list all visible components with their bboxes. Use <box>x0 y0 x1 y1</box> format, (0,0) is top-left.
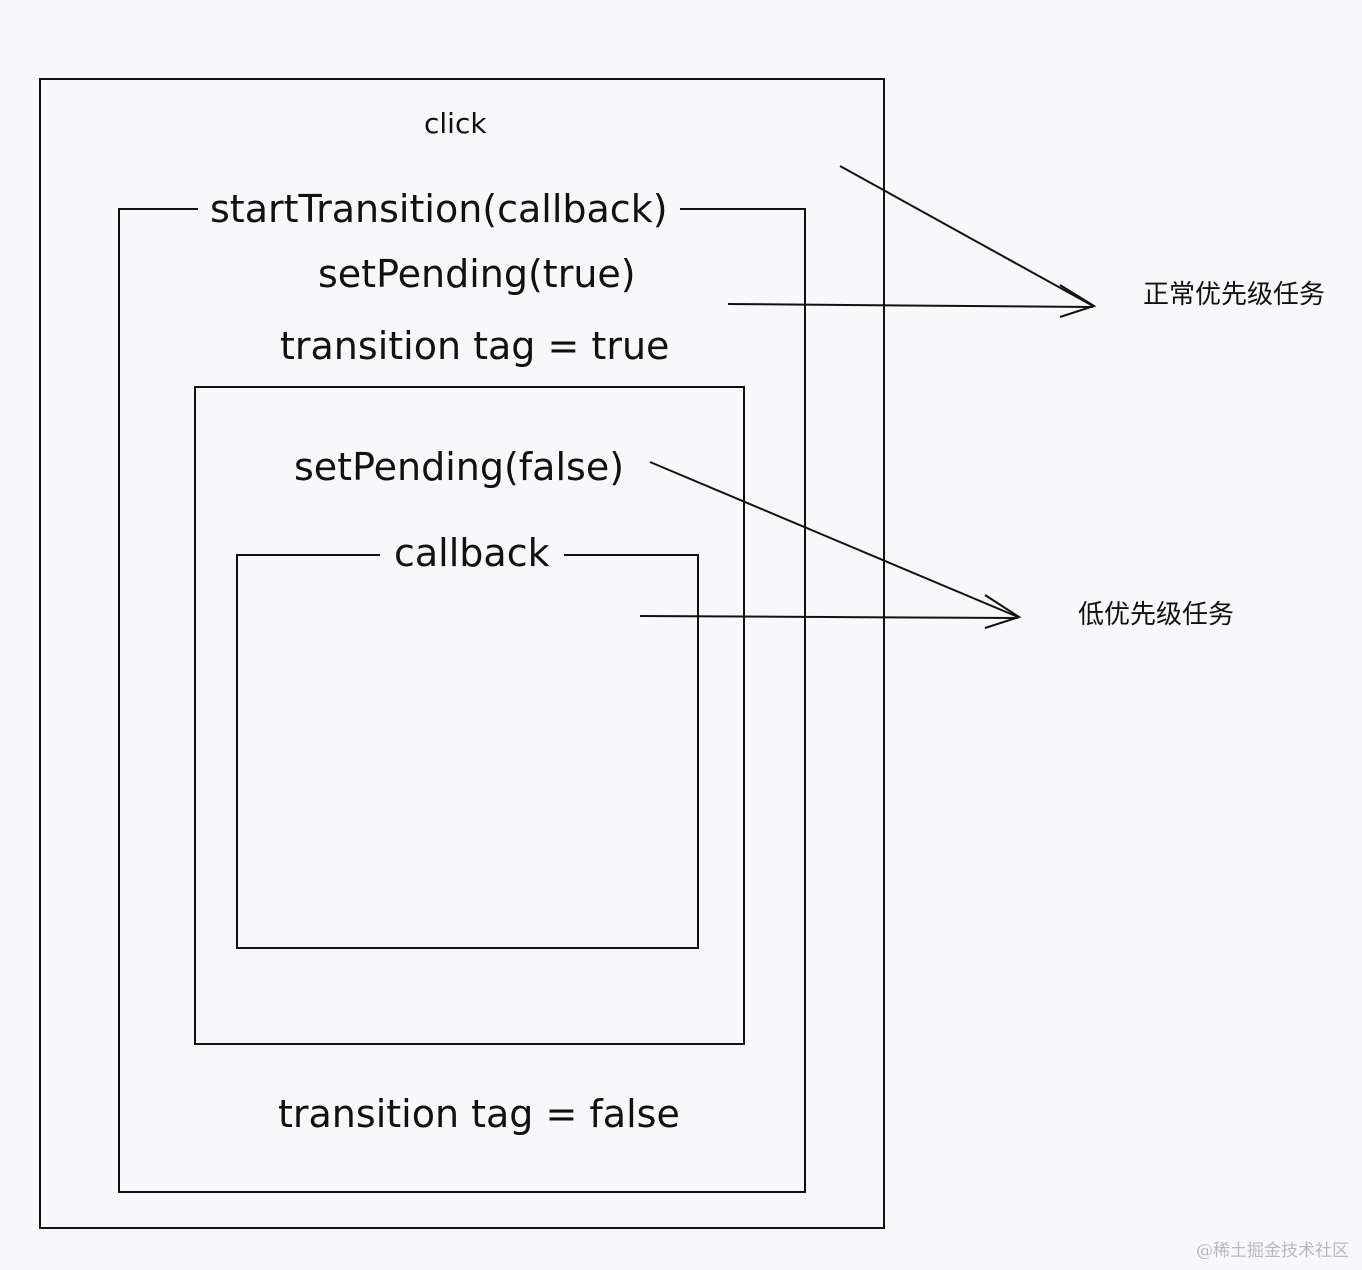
set-pending-true-label: setPending(true) <box>318 252 636 296</box>
click-label: click <box>424 107 487 140</box>
click-box <box>39 78 885 1229</box>
arrowhead-normal <box>1059 284 1097 318</box>
set-pending-false-label: setPending(false) <box>294 445 625 489</box>
callback-label: callback <box>380 534 564 572</box>
arrow-pending-true-normal <box>727 303 1094 308</box>
arrow-pending-false-low <box>649 461 1019 618</box>
arrow-click-normal <box>839 165 1094 307</box>
transition-tag-true-label: transition tag = true <box>280 324 670 368</box>
set-pending-false-box <box>194 386 745 1045</box>
start-transition-label: startTransition(callback) <box>198 190 680 228</box>
callback-box <box>236 554 699 949</box>
arrow-callback-low <box>639 615 1019 619</box>
normal-priority-task-label: 正常优先级任务 <box>1143 280 1326 310</box>
transition-tag-false-label: transition tag = false <box>278 1092 680 1136</box>
low-priority-task-label: 低优先级任务 <box>1078 600 1235 630</box>
watermark: @稀土掘金技术社区 <box>1196 1241 1349 1261</box>
arrowhead-low <box>984 594 1022 629</box>
